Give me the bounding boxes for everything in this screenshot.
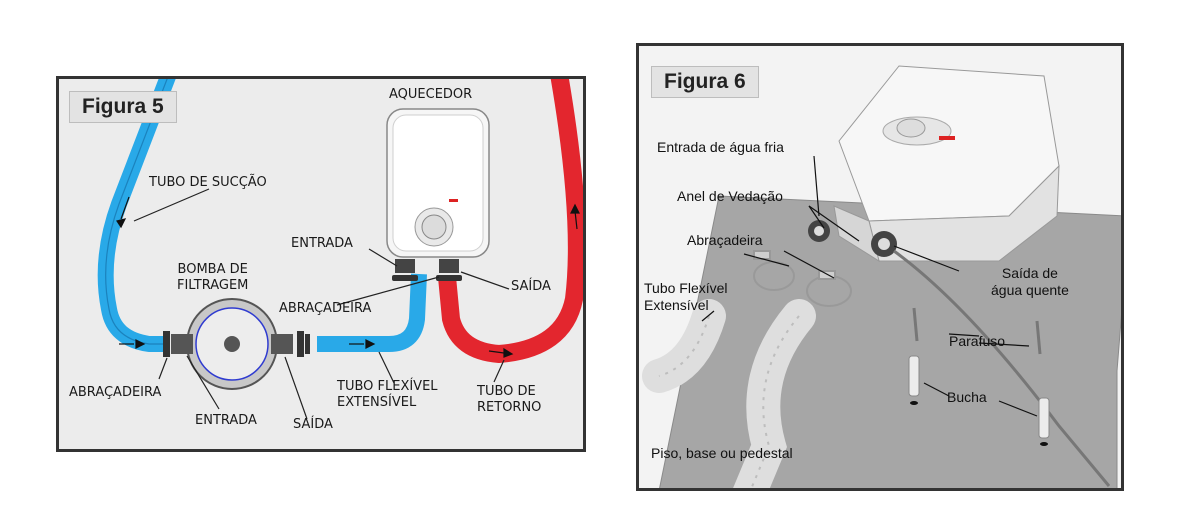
flow-arrows: [116, 196, 580, 358]
figure-5-drawing: [97, 79, 583, 420]
label-bomba-filtragem: BOMBA DE FILTRAGEM: [177, 262, 249, 293]
label-piso: Piso, base ou pedestal: [651, 445, 793, 461]
label-tubo-retorno: TUBO DE RETORNO: [477, 384, 542, 415]
label-aquecedor: AQUECEDOR: [389, 87, 473, 102]
heater-fittings: [808, 220, 897, 257]
label-abracadeira: Abraçadeira: [687, 232, 763, 248]
heater-unit: [386, 108, 490, 281]
label-tubo-flexivel: Tubo Flexível Extensível: [644, 280, 728, 313]
leader-lines: [133, 188, 510, 420]
label-abracadeira-pump: ABRAÇADEIRA: [69, 385, 162, 400]
leader-lines: [701, 155, 1038, 417]
label-anel-vedacao: Anel de Vedação: [677, 188, 783, 204]
figure-6-drawing: [642, 65, 1121, 488]
label-saida-agua-quente: Saída de água quente: [991, 265, 1069, 298]
figure-6-panel: Figura 6 Entrada de água fria Anel de Ve…: [636, 43, 1124, 491]
figure-6-title: Figura 6: [651, 66, 759, 98]
label-saida-heater: SAÍDA: [511, 279, 551, 294]
label-bucha: Bucha: [947, 389, 987, 405]
label-abracadeira-heater: ABRAÇADEIRA: [279, 301, 372, 316]
figure-5-title: Figura 5: [69, 91, 177, 123]
heater-unit: [833, 65, 1060, 263]
label-saida-pump: SAÍDA: [293, 417, 333, 432]
label-parafuso: Parafuso: [949, 333, 1006, 349]
figure-5-panel: Figura 5 AQUECEDOR TUBO DE SUCÇÃO ENTRAD…: [56, 76, 586, 452]
label-entrada-heater: ENTRADA: [291, 236, 353, 251]
filter-pump: [163, 298, 310, 390]
flexible-pipe: [317, 273, 427, 352]
label-tubo-flexivel: TUBO FLEXÍVEL EXTENSÍVEL: [337, 379, 438, 410]
screws: [912, 307, 1042, 355]
label-entrada-agua-fria: Entrada de água fria: [657, 139, 784, 155]
return-pipe: [438, 79, 583, 364]
bushings: [908, 355, 1050, 439]
label-tubo-succao: TUBO DE SUCÇÃO: [149, 175, 267, 190]
label-entrada-pump: ENTRADA: [195, 413, 257, 428]
